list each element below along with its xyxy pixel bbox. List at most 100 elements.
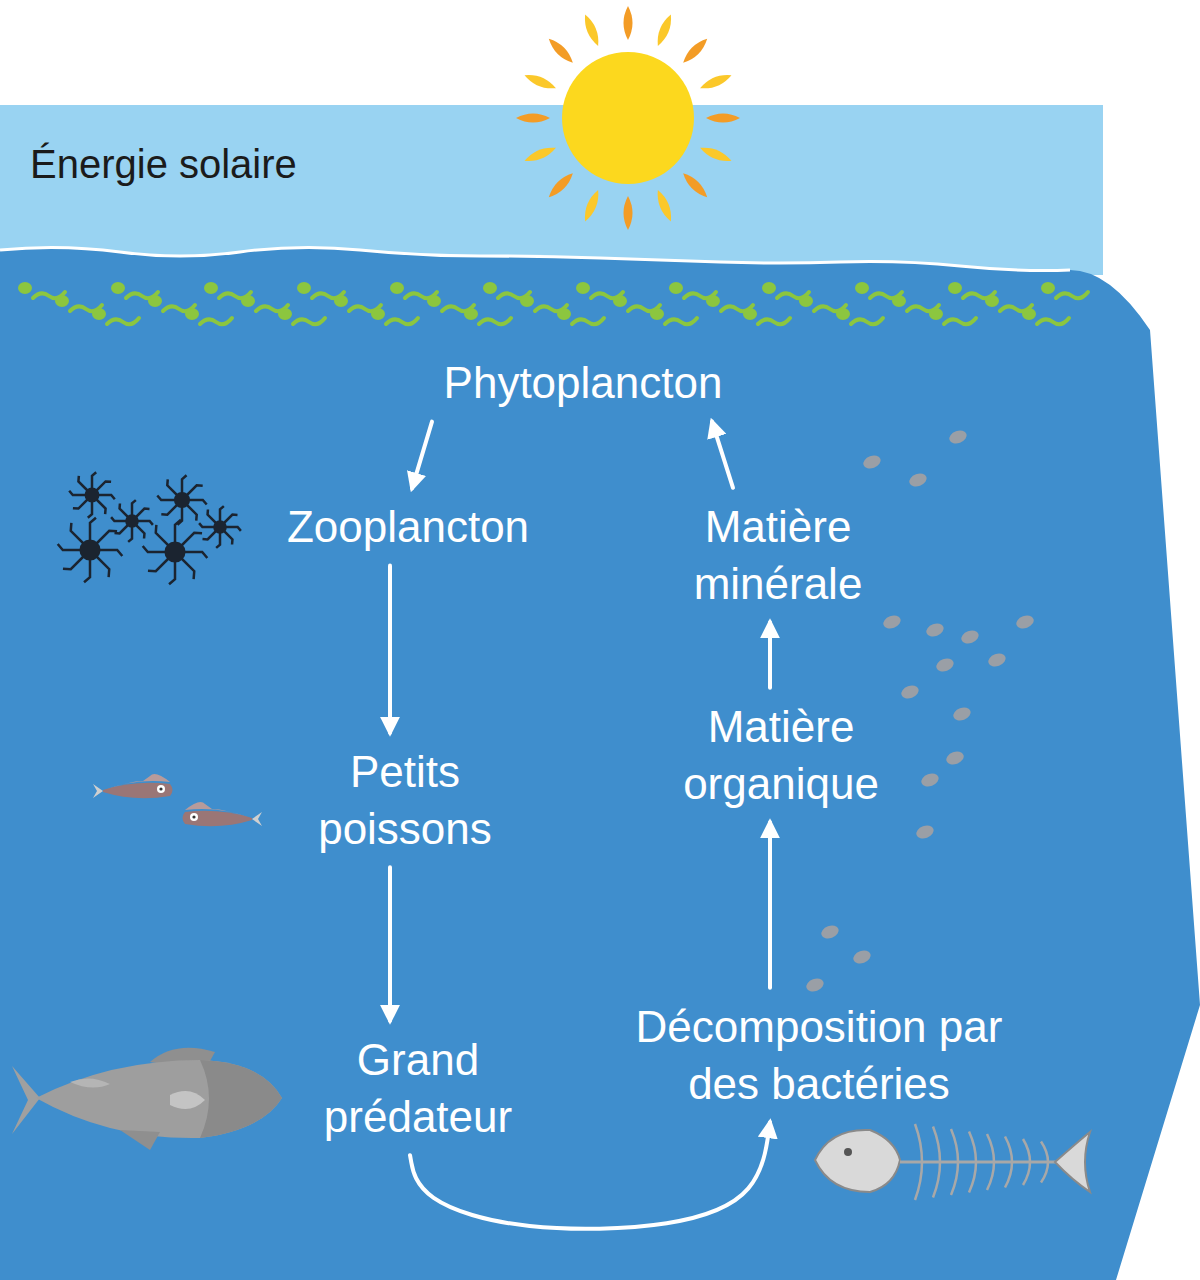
sun-ray bbox=[654, 13, 675, 48]
sun-ray bbox=[516, 114, 550, 123]
particle bbox=[986, 651, 1007, 668]
node-text: Petits poissons bbox=[280, 743, 530, 857]
sun-ray bbox=[581, 188, 602, 223]
cycle-node: Matière organique bbox=[650, 698, 912, 812]
rib bbox=[915, 1124, 922, 1200]
particle bbox=[804, 976, 825, 993]
phytoplankton-drawing bbox=[18, 282, 1088, 324]
rib bbox=[933, 1127, 940, 1198]
phytoplankton-cell bbox=[669, 282, 683, 294]
phytoplankton-cell bbox=[520, 295, 534, 307]
sun-rays bbox=[516, 6, 740, 230]
cycle-node: Grand prédateur bbox=[287, 1031, 549, 1145]
node-text: Grand prédateur bbox=[287, 1031, 549, 1145]
phytoplankton-cell bbox=[427, 295, 441, 307]
sun-ray bbox=[680, 170, 710, 200]
node-text: Décomposition par des bactéries bbox=[599, 998, 1039, 1112]
zooplankton bbox=[143, 520, 208, 585]
sun-ray bbox=[624, 196, 633, 230]
phytoplankton-cell bbox=[297, 282, 311, 294]
phytoplankton-cell bbox=[576, 282, 590, 294]
particle bbox=[947, 428, 968, 445]
sky-band bbox=[0, 105, 1103, 275]
phytoplankton-cell bbox=[1022, 308, 1036, 320]
flow-arrow bbox=[388, 867, 392, 1021]
particle bbox=[907, 471, 928, 488]
phytoplankton-cell bbox=[148, 295, 162, 307]
particle bbox=[899, 683, 920, 700]
particle bbox=[881, 613, 902, 630]
zooplankton bbox=[69, 472, 115, 518]
phytoplankton-cell bbox=[743, 308, 757, 320]
rib bbox=[969, 1132, 976, 1193]
sun-ray bbox=[680, 36, 710, 66]
sun-ray bbox=[654, 188, 675, 223]
particle bbox=[919, 771, 940, 788]
phytoplankton-tail bbox=[944, 318, 976, 324]
phytoplankton-cell bbox=[985, 295, 999, 307]
small-fish bbox=[93, 774, 262, 826]
particle bbox=[861, 453, 882, 470]
flow-arrow bbox=[412, 422, 432, 489]
phytoplankton-cell bbox=[613, 295, 627, 307]
phytoplankton-tail bbox=[386, 318, 418, 324]
sun bbox=[562, 52, 694, 184]
particle bbox=[819, 923, 840, 940]
zooplankton bbox=[157, 475, 206, 524]
zooplankton bbox=[199, 506, 241, 548]
phytoplankton-cell bbox=[483, 282, 497, 294]
cycle-node: Zooplancton bbox=[218, 498, 598, 555]
phytoplankton-cell bbox=[799, 295, 813, 307]
phytoplankton-cell bbox=[278, 308, 292, 320]
particle bbox=[1014, 613, 1035, 630]
phytoplankton-cell bbox=[892, 295, 906, 307]
particle bbox=[924, 621, 945, 638]
phytoplankton-tail bbox=[851, 318, 883, 324]
cycle-node: Phytoplancton bbox=[373, 354, 793, 411]
sun-ray bbox=[523, 144, 558, 165]
water bbox=[0, 247, 1200, 1280]
node-text: Matière minérale bbox=[647, 498, 909, 612]
cycle-node: Matière minérale bbox=[647, 498, 909, 612]
phytoplankton-cell bbox=[241, 295, 255, 307]
phytoplankton-cell bbox=[836, 308, 850, 320]
phytoplankton-tail bbox=[107, 318, 139, 324]
phytoplankton-tail bbox=[1037, 318, 1069, 324]
water-surface bbox=[0, 247, 1070, 270]
phytoplankton-tail bbox=[1056, 292, 1088, 298]
phytoplankton-cell bbox=[557, 308, 571, 320]
phytoplankton-cell bbox=[334, 295, 348, 307]
phytoplankton-cell bbox=[929, 308, 943, 320]
phytoplankton-cell bbox=[650, 308, 664, 320]
phytoplankton-cell bbox=[55, 295, 69, 307]
sun-ray bbox=[624, 6, 633, 40]
particle bbox=[914, 823, 935, 840]
particle bbox=[851, 948, 872, 965]
zooplankton bbox=[111, 500, 153, 542]
rib bbox=[987, 1134, 994, 1190]
phytoplankton-cell bbox=[111, 282, 125, 294]
phytoplankton-cell bbox=[185, 308, 199, 320]
rib bbox=[1023, 1139, 1030, 1185]
phytoplankton-cell bbox=[204, 282, 218, 294]
phytoplankton-tail bbox=[200, 318, 232, 324]
rib bbox=[1005, 1137, 1012, 1188]
phytoplankton-tail bbox=[293, 318, 325, 324]
phytoplankton-cell bbox=[1041, 282, 1055, 294]
phytoplankton-cell bbox=[706, 295, 720, 307]
phytoplankton-cell bbox=[371, 308, 385, 320]
sun-ray bbox=[581, 13, 602, 48]
cycle-node: Décomposition par des bactéries bbox=[599, 998, 1039, 1112]
phytoplankton-cell bbox=[762, 282, 776, 294]
node-text: Matière organique bbox=[650, 698, 912, 812]
flow-arrow bbox=[768, 822, 772, 988]
phytoplankton-cell bbox=[18, 282, 32, 294]
flow-arrow bbox=[768, 622, 772, 688]
sun-ray bbox=[546, 170, 576, 200]
particle bbox=[959, 628, 980, 645]
node-text: Zooplancton bbox=[218, 498, 598, 555]
phytoplankton-cell bbox=[390, 282, 404, 294]
